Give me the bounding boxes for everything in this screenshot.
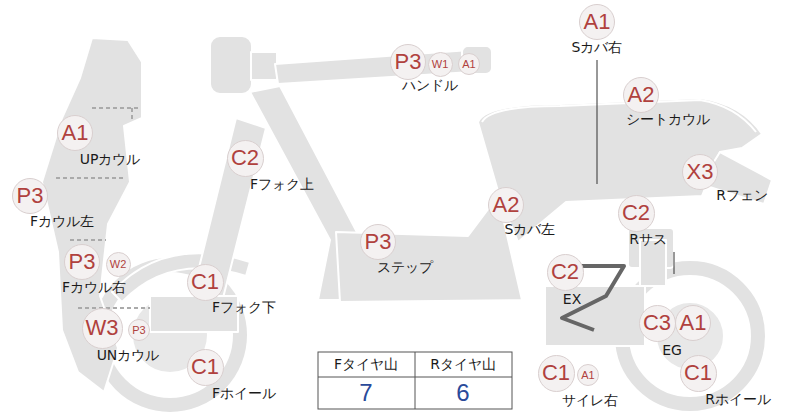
small-damage-code: P3 <box>128 319 150 341</box>
code-text: A1 <box>584 11 611 33</box>
code-text: C1 <box>542 362 570 384</box>
code-text: C1 <box>684 362 712 384</box>
damage-code: C2 <box>618 195 655 232</box>
code-text: C2 <box>622 202 650 224</box>
damage-code: W3 <box>82 308 123 349</box>
damage-code: C2 <box>547 254 584 291</box>
part-name: EX <box>563 292 581 307</box>
code-text: A1 <box>581 370 594 381</box>
damage-code: C1 <box>187 264 224 301</box>
code-text: A1 <box>62 122 89 144</box>
tire-table <box>318 352 512 409</box>
damage-code: P3 <box>64 244 100 280</box>
table-header: Fタイヤ山 <box>334 357 398 372</box>
table-grid <box>318 352 512 409</box>
small-damage-code: A1 <box>458 53 480 75</box>
code-text: C2 <box>551 261 579 283</box>
part-name: ステップ <box>377 260 433 275</box>
code-text: C1 <box>191 271 219 293</box>
part-name: Rサス <box>629 232 667 247</box>
part-name: Rフェン <box>716 188 768 203</box>
part-name: Fフォク上 <box>250 177 314 192</box>
part-name: Sカバ右 <box>572 40 623 55</box>
cowl-division <box>131 108 133 122</box>
part-name: UNカウル <box>97 348 160 363</box>
part-name: シートカウル <box>626 112 710 127</box>
damage-code: P3 <box>12 178 48 214</box>
small-damage-code: W1 <box>428 52 453 77</box>
damage-code: C2 <box>227 140 264 177</box>
code-text: A2 <box>628 84 655 106</box>
code-text: P3 <box>17 185 44 207</box>
part-name: Fカウル左 <box>30 214 94 229</box>
code-text: X3 <box>687 161 714 183</box>
code-text: W2 <box>110 259 127 270</box>
part-name: Fホイール <box>212 386 276 401</box>
damage-code: A1 <box>57 115 93 151</box>
part-name: サイレ右 <box>562 393 618 408</box>
damage-code: A2 <box>623 77 659 113</box>
code-text: W1 <box>432 59 449 70</box>
part-name: Fカウル右 <box>62 280 126 295</box>
code-text: A1 <box>680 312 707 334</box>
part-name: EG <box>662 343 682 358</box>
code-text: P3 <box>365 231 392 253</box>
engine <box>545 286 645 346</box>
part-name: Fフォク下 <box>212 300 276 315</box>
small-damage-code: A1 <box>577 364 599 386</box>
table-header: Rタイヤ山 <box>430 357 496 372</box>
code-text: C2 <box>231 147 259 169</box>
leader-line <box>597 60 598 184</box>
part-name: UPカウル <box>80 152 141 167</box>
damage-code: A2 <box>488 187 524 223</box>
cowl-division <box>56 177 126 179</box>
cowl-division <box>78 307 150 309</box>
headlight <box>210 36 252 94</box>
code-text: C3 <box>643 312 671 334</box>
damage-code: C1 <box>680 355 717 392</box>
headlight-mount <box>251 52 277 80</box>
damage-code: C1 <box>187 349 224 386</box>
table-value: 7 <box>359 380 372 406</box>
damage-code: X3 <box>682 154 718 190</box>
damage-code: C3 <box>639 305 676 342</box>
damage-code: A1 <box>579 4 615 40</box>
damage-code: A1 <box>675 305 711 341</box>
code-text: P3 <box>69 251 96 273</box>
code-text: P3 <box>395 51 422 73</box>
part-name: Sカバ左 <box>505 222 556 237</box>
code-text: W3 <box>86 317 119 339</box>
small-damage-code: W2 <box>106 252 131 277</box>
part-name: Rホイール <box>705 392 771 407</box>
damage-code: C1 <box>538 355 575 392</box>
code-text: A1 <box>462 59 475 70</box>
code-text: P3 <box>132 325 145 336</box>
leader-line <box>674 252 675 274</box>
part-name: ハンドル <box>402 78 458 93</box>
damage-code: P3 <box>390 44 426 80</box>
code-text: C1 <box>191 356 219 378</box>
cowl-division <box>70 239 106 241</box>
table-value: 6 <box>456 380 469 406</box>
seat-line <box>482 100 756 132</box>
damage-code: P3 <box>360 224 396 260</box>
code-text: A2 <box>493 194 520 216</box>
